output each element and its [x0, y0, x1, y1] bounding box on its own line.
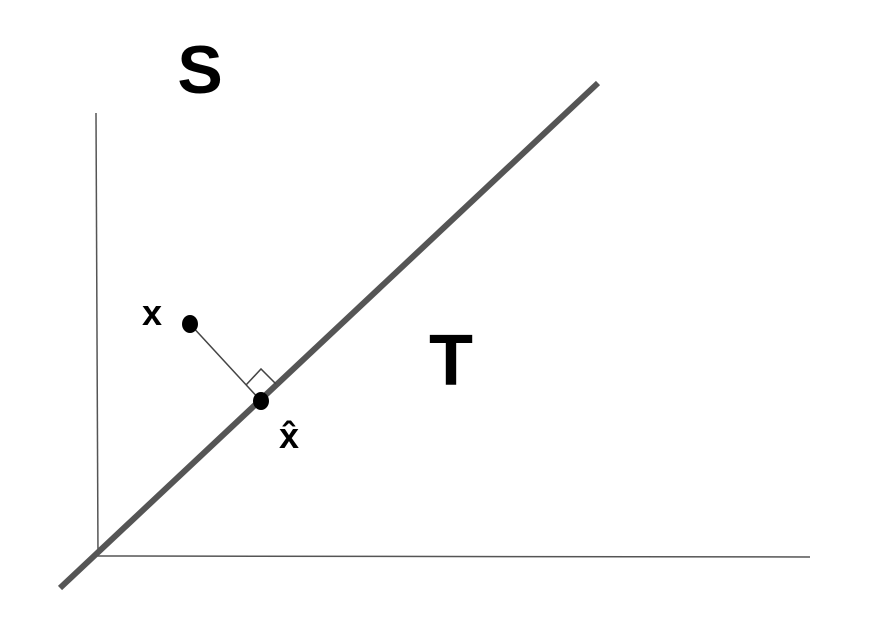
- projection-segment: [189, 323, 262, 402]
- point-x-hat-label: x̂: [279, 415, 299, 456]
- point-x-hat: [253, 392, 269, 410]
- right-angle-marker: [245, 367, 277, 386]
- boundary-line: [57, 80, 601, 591]
- point-x: [182, 315, 198, 333]
- region-t-label: T: [429, 321, 473, 401]
- x-axis: [95, 555, 811, 558]
- region-s-label: S: [177, 32, 222, 108]
- y-axis: [95, 112, 99, 557]
- point-x-label: x: [142, 292, 162, 333]
